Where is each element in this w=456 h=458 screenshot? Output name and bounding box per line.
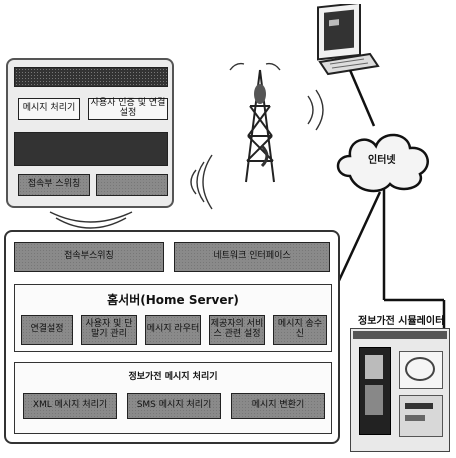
simulator-screenshot (350, 328, 450, 452)
switching-bar: 접속부스위칭 (14, 242, 164, 272)
appliance-message-processor-box: 정보가전 메시지 처리기 XML 메시지 처리기 SMS 메시지 처리기 메시지… (14, 362, 332, 434)
device-header-bar (14, 67, 168, 87)
module-provider-service-settings: 제공자의 서비스 관련 설정 (209, 315, 265, 345)
module-message-router: 메시지 라우터 (145, 315, 201, 345)
internet-cloud-icon (336, 133, 429, 193)
module-user-device-management: 사용자 및 단말기 관리 (81, 315, 137, 345)
simulator-label: 정보가전 시뮬레이터 (358, 316, 445, 327)
message-converter: 메시지 변환기 (231, 393, 325, 419)
home-server-panel: 접속부스위칭 네트워크 인터페이스 홈서버(Home Server) 연결설정 … (4, 230, 340, 444)
appliance-processor-title: 정보가전 메시지 처리기 (128, 372, 218, 382)
device-dark-band (14, 132, 168, 166)
device-bottom-right-button (96, 174, 168, 196)
home-server-box: 홈서버(Home Server) 연결설정 사용자 및 단말기 관리 메시지 라… (14, 284, 332, 352)
network-interface-bar: 네트워크 인터페이스 (174, 242, 330, 272)
module-connection-setup: 연결설정 (21, 315, 73, 345)
sms-message-processor: SMS 메시지 처리기 (127, 393, 221, 419)
auth-settings-button: 사용자 인증 및 연결 설정 (88, 98, 168, 120)
mobile-device-panel: 메시지 처리기 사용자 인증 및 연결 설정 접속부 스위칭 (6, 58, 174, 208)
xml-message-processor: XML 메시지 처리기 (23, 393, 117, 419)
home-server-title: 홈서버(Home Server) (107, 293, 239, 307)
module-message-transceiver: 메시지 송수신 (273, 315, 327, 345)
antenna-tower-icon (245, 69, 275, 183)
message-processor-button: 메시지 처리기 (18, 98, 80, 120)
computer-icon (317, 4, 380, 76)
internet-label: 인터넷 (368, 155, 396, 166)
switching-button: 접속부 스위칭 (18, 174, 90, 196)
